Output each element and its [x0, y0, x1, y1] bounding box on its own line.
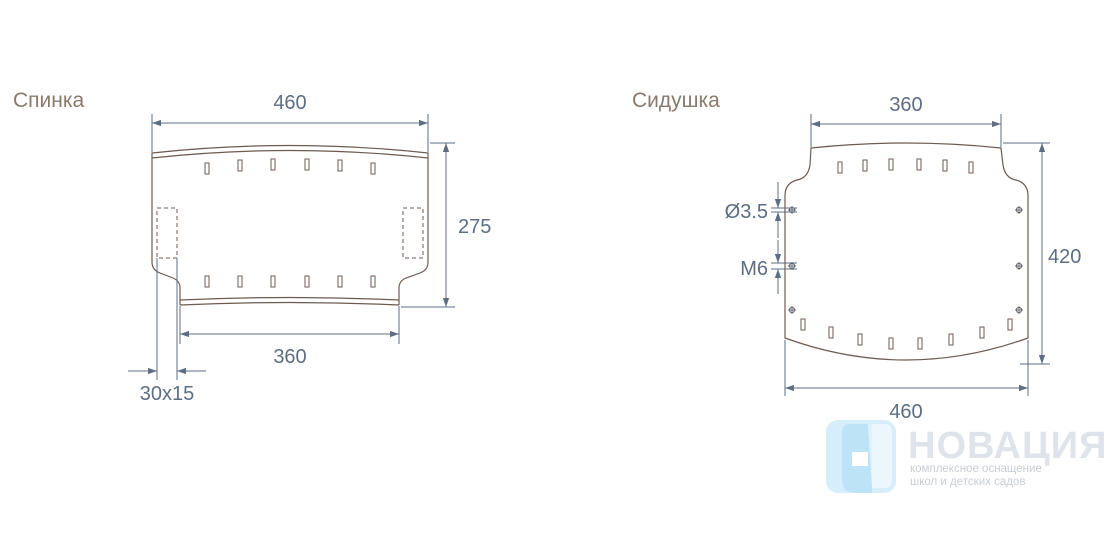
backrest-pocket-left	[156, 207, 178, 259]
seat-drawing: Сидушка	[632, 89, 1081, 423]
brand-logo-name: НОВАЦИЯ	[908, 425, 1107, 467]
backrest-bottom-width-label: 360	[273, 346, 306, 368]
seat-outline	[784, 142, 1029, 361]
seat-dim-top-width: 360	[810, 94, 1002, 147]
backrest-top-edge	[151, 149, 429, 159]
seat-hole-label: Ø3.5	[725, 201, 768, 223]
backrest-slot-label: 30x15	[140, 383, 195, 405]
backrest-height-label: 275	[458, 216, 491, 238]
brand-logo-icon	[826, 420, 896, 493]
seat-mount-holes	[788, 206, 1023, 314]
backrest-bottom-edge	[179, 301, 400, 306]
seat-thread-label: M6	[740, 258, 768, 280]
backrest-title: Спинка	[13, 89, 85, 112]
backrest-bottom-slots	[204, 275, 376, 288]
brand-logo-tagline-1: комплексное оснащение	[910, 463, 1042, 475]
backrest-dim-slot: 30x15	[128, 258, 206, 405]
backrest-width-label: 460	[273, 92, 306, 114]
backrest-pocket-right	[402, 207, 424, 259]
backrest-top-slots	[204, 158, 376, 175]
seat-title: Сидушка	[632, 89, 720, 112]
brand-logo: НОВАЦИЯ комплексное оснащение школ и дет…	[826, 420, 1107, 493]
seat-bottom-slots	[800, 318, 1013, 350]
seat-dim-bottom-width: 460	[784, 340, 1029, 423]
seat-height-label: 420	[1048, 246, 1081, 268]
seat-dim-height: 420	[1003, 142, 1081, 365]
seat-bottom-width-label: 460	[889, 401, 922, 423]
backrest-outline	[151, 144, 429, 301]
seat-dim-hole: Ø3.5	[725, 182, 797, 238]
seat-dim-thread: M6	[740, 240, 797, 294]
brand-logo-tagline-2: школ и детских садов	[910, 476, 1025, 488]
seat-top-width-label: 360	[889, 94, 922, 116]
backrest-dim-height: 275	[401, 142, 491, 308]
backrest-dim-bottom-width: 360	[179, 306, 400, 368]
backrest-dim-width: 460	[151, 92, 429, 152]
backrest-drawing: Спинка	[13, 89, 491, 405]
seat-top-slots	[837, 158, 974, 174]
